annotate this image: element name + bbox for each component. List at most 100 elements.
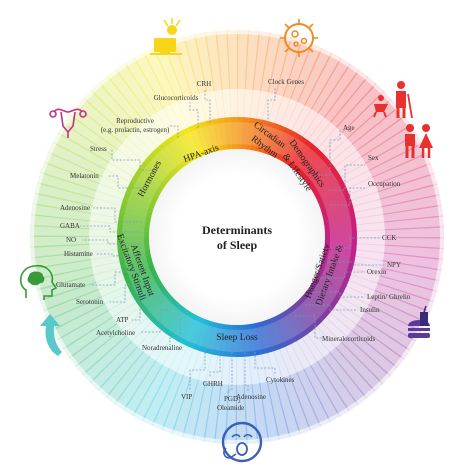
brain-head-icon bbox=[19, 264, 58, 300]
ring-wedge bbox=[211, 322, 224, 356]
ring-wedge bbox=[324, 230, 357, 238]
leader-serotonin bbox=[110, 284, 148, 303]
ring-wedge bbox=[305, 161, 335, 186]
leader-histamine bbox=[95, 253, 140, 257]
ring-wedge bbox=[161, 139, 186, 169]
leader-atp bbox=[132, 297, 158, 321]
ring-wedge bbox=[133, 170, 164, 193]
ring-wedge bbox=[143, 156, 173, 182]
label-cck: CCK bbox=[382, 234, 396, 242]
ring-wedge bbox=[205, 321, 219, 355]
ring-wedge bbox=[135, 284, 166, 308]
ring-wedge bbox=[139, 160, 169, 186]
label-orexin: Orexin bbox=[367, 268, 387, 276]
leader-cytokines bbox=[254, 352, 276, 375]
ring-wedge bbox=[130, 176, 162, 198]
ring-wedge bbox=[322, 205, 355, 220]
ring-wedge bbox=[188, 124, 207, 157]
ring-wedge bbox=[156, 301, 182, 331]
ring-wedge bbox=[230, 117, 238, 150]
center-title-line1: Determinants bbox=[202, 223, 272, 237]
ring-wedge bbox=[127, 181, 159, 202]
ring-wedge bbox=[170, 310, 193, 341]
label-cytokines: Cytokines bbox=[266, 376, 295, 384]
ring-wedge bbox=[295, 299, 322, 327]
man-woman-icon bbox=[405, 124, 433, 158]
leader-orexin bbox=[320, 271, 365, 279]
color-wheel-ring bbox=[117, 117, 357, 357]
ring-wedge bbox=[305, 288, 335, 314]
leader-glucocorticoids bbox=[189, 102, 199, 128]
ring-wedge bbox=[139, 288, 169, 313]
leader-npy bbox=[328, 261, 385, 266]
ring-wedge bbox=[312, 276, 344, 298]
ring-wedge bbox=[165, 307, 190, 338]
bacteria-icon bbox=[280, 19, 318, 57]
ring-wedge bbox=[246, 117, 257, 151]
ring-wedge bbox=[318, 264, 352, 281]
ring-highlight bbox=[122, 122, 352, 352]
label-vip: VIP bbox=[181, 393, 192, 401]
leader-no bbox=[82, 239, 140, 245]
ring-wedge bbox=[292, 143, 318, 173]
label-pgd-subscript: 2 bbox=[238, 400, 241, 405]
ring-wedge bbox=[250, 323, 262, 356]
ring-wedge bbox=[272, 315, 292, 347]
label-no: NO bbox=[66, 236, 76, 244]
ring-wedge bbox=[182, 127, 202, 159]
ring-wedge bbox=[276, 130, 298, 162]
label-adenosine: Adenosine bbox=[60, 204, 90, 212]
ring-wedge bbox=[122, 193, 156, 210]
ring-wedge bbox=[315, 272, 347, 293]
label-pgd: PGD2 bbox=[224, 395, 241, 405]
label-atp: ATP bbox=[116, 316, 129, 324]
leader-vip bbox=[189, 345, 206, 390]
label-npy: NPY bbox=[387, 261, 401, 269]
ring-wedge bbox=[255, 119, 269, 153]
ring-wedge bbox=[193, 318, 210, 352]
label-occupation: Occupation bbox=[368, 180, 401, 188]
ring-wedge bbox=[284, 136, 309, 167]
leader-occupation bbox=[330, 187, 365, 206]
leader-glutamate bbox=[90, 271, 142, 286]
label-oleamide: Oleamide bbox=[217, 404, 244, 412]
label-mineralocorticoids: Mineralocorticoids bbox=[322, 335, 376, 343]
ring-wedge bbox=[315, 182, 347, 202]
ring-wedge bbox=[160, 305, 186, 335]
center-disc bbox=[149, 149, 325, 325]
ring-wedge bbox=[166, 135, 190, 166]
leader-melatonin bbox=[107, 175, 142, 189]
ring-wedge bbox=[264, 122, 281, 156]
ring-wedge bbox=[310, 281, 341, 304]
ring-wedge bbox=[236, 324, 244, 357]
ring-wedge bbox=[288, 305, 313, 335]
ring-wedge bbox=[127, 272, 159, 292]
label-glutamate: Glutamate bbox=[56, 281, 85, 289]
ring-wedge bbox=[217, 323, 228, 357]
ring-wedge bbox=[124, 187, 157, 206]
leader-age bbox=[318, 130, 341, 176]
ring-wedge bbox=[281, 133, 304, 164]
ring-wedge bbox=[152, 147, 179, 175]
ring-wedge bbox=[320, 199, 354, 215]
ring-wedge bbox=[199, 120, 215, 154]
ring-wedge bbox=[117, 217, 151, 228]
ring-wedge bbox=[124, 267, 157, 286]
leader-adenosine bbox=[93, 207, 142, 223]
ring-wedge bbox=[313, 177, 345, 198]
ring-wedge bbox=[284, 308, 308, 339]
segment-label-sleep-loss: Sleep Loss bbox=[216, 333, 258, 343]
leader-reproductive bbox=[168, 125, 179, 138]
ring-wedge bbox=[187, 317, 206, 350]
ring-wedge bbox=[291, 302, 318, 331]
label-ghrh: GHRH bbox=[203, 380, 223, 388]
ring-wedge bbox=[254, 322, 269, 355]
ring-wedge bbox=[250, 118, 263, 152]
up-arrow-icon bbox=[40, 314, 62, 356]
ring-wedge bbox=[299, 152, 327, 179]
ring-wedge bbox=[317, 188, 350, 207]
label-noradrenaline: Noradrenaline bbox=[142, 344, 182, 352]
ring-wedge bbox=[302, 156, 331, 183]
elderly-and-child-icon bbox=[373, 81, 413, 119]
leader-lines bbox=[80, 88, 385, 395]
